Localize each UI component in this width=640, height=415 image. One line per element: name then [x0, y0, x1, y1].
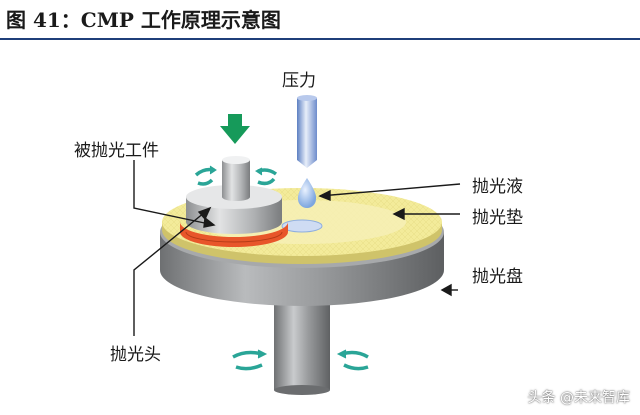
polish-head-leader — [133, 207, 211, 336]
head-rotation-right-icon — [255, 167, 278, 186]
workpiece-leader — [133, 160, 215, 226]
polish-head-label: 抛光头 — [110, 345, 161, 365]
slurry-leader — [319, 183, 461, 197]
platen-label: 抛光盘 — [472, 267, 523, 287]
workpiece-label: 被抛光工件 — [74, 141, 159, 161]
figure-title: 图 41：CMP 工作原理示意图 — [6, 8, 281, 32]
title-divider — [0, 38, 640, 40]
pressure-arrow-icon — [220, 114, 250, 144]
platen-shaft — [274, 290, 330, 395]
slurry-label: 抛光液 — [472, 177, 523, 197]
slurry-drop — [297, 178, 317, 208]
slurry-leader-arrowhead — [318, 189, 331, 202]
pad-leader-arrowhead — [392, 207, 405, 221]
watermark: 头条 @未来智库 — [527, 390, 630, 406]
platen-rotation-left-icon — [232, 349, 268, 371]
polish-head-leader-arrowhead — [197, 206, 212, 221]
slurry-nozzle — [297, 95, 317, 168]
workpiece-leader-arrowhead — [203, 216, 216, 228]
polish-head — [180, 156, 288, 247]
platen-leader-arrowhead — [440, 283, 452, 297]
head-rotation-left-icon — [194, 165, 217, 186]
pressure-label: 压力 — [282, 71, 316, 91]
platen-rotation-right-icon — [336, 349, 369, 371]
pad-label: 抛光垫 — [472, 208, 523, 228]
